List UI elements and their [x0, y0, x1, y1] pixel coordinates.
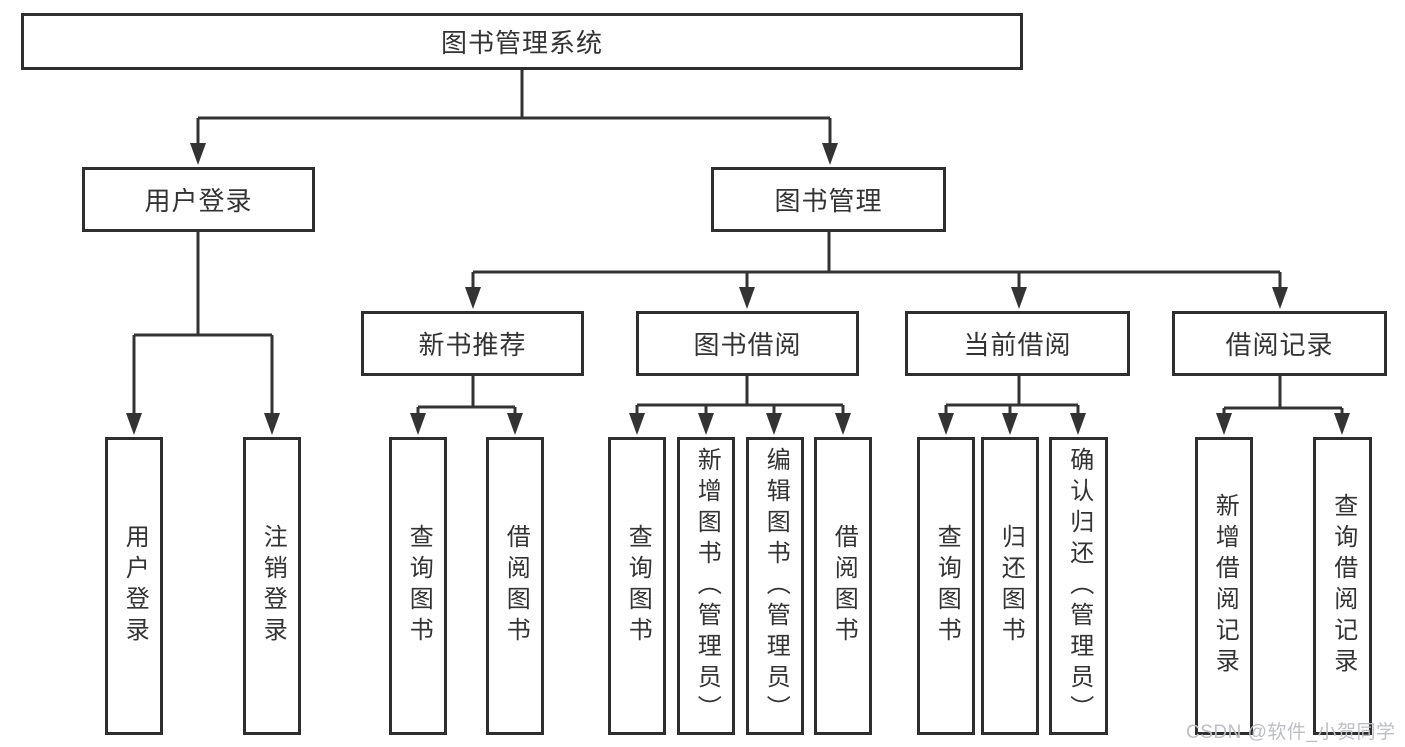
node-book-borrow-label: 图书借阅	[693, 330, 802, 360]
node-book-management: 图书管理	[711, 167, 946, 232]
leaf-confirm-return-admin: 确认归还（管理员）	[1049, 437, 1108, 735]
node-book-borrow: 图书借阅	[636, 311, 859, 376]
node-current-borrow: 当前借阅	[905, 311, 1130, 376]
leaf-user-login-label: 用户登录	[121, 524, 149, 648]
leaf-recommend-query-book-label: 查询图书	[405, 524, 433, 648]
leaf-logout-label: 注销登录	[259, 524, 287, 648]
leaf-recommend-query-book: 查询图书	[389, 437, 447, 735]
node-root: 图书管理系统	[21, 13, 1023, 70]
leaf-edit-book-admin-label: 编辑图书（管理员）	[762, 446, 790, 726]
leaf-borrow-book-label: 借阅图书	[830, 524, 858, 648]
leaf-recommend-borrow-book-label: 借阅图书	[502, 524, 530, 648]
leaf-borrow-book: 借阅图书	[814, 437, 872, 735]
node-user-login: 用户登录	[82, 167, 315, 232]
leaf-borrow-query-book-label: 查询图书	[624, 524, 652, 648]
node-root-label: 图书管理系统	[440, 28, 603, 58]
node-user-login-label: 用户登录	[144, 186, 253, 216]
leaf-query-borrow-record-label: 查询借阅记录	[1329, 493, 1357, 679]
leaf-query-borrow-record: 查询借阅记录	[1313, 437, 1372, 735]
leaf-current-query-book: 查询图书	[917, 437, 975, 735]
leaf-confirm-return-admin-label: 确认归还（管理员）	[1065, 446, 1093, 726]
node-current-borrow-label: 当前借阅	[963, 330, 1072, 360]
node-new-book-recommend-label: 新书推荐	[418, 330, 527, 360]
leaf-edit-book-admin: 编辑图书（管理员）	[746, 437, 804, 735]
watermark: CSDN @软件_小贺同学	[1186, 722, 1396, 743]
leaf-add-borrow-record: 新增借阅记录	[1195, 437, 1253, 735]
leaf-return-book: 归还图书	[981, 437, 1039, 735]
arrowheads	[126, 143, 1350, 435]
leaf-borrow-query-book: 查询图书	[608, 437, 666, 735]
leaf-add-borrow-record-label: 新增借阅记录	[1211, 493, 1239, 679]
leaf-user-login: 用户登录	[105, 437, 163, 735]
leaf-add-book-admin: 新增图书（管理员）	[677, 437, 735, 735]
leaf-return-book-label: 归还图书	[997, 524, 1025, 648]
leaf-logout: 注销登录	[243, 437, 301, 735]
node-borrow-record-label: 借阅记录	[1225, 330, 1334, 360]
node-borrow-record: 借阅记录	[1172, 311, 1387, 376]
node-book-management-label: 图书管理	[774, 186, 883, 216]
leaf-add-book-admin-label: 新增图书（管理员）	[693, 446, 721, 726]
leaf-current-query-book-label: 查询图书	[933, 524, 961, 648]
node-new-book-recommend: 新书推荐	[361, 311, 584, 376]
leaf-recommend-borrow-book: 借阅图书	[486, 437, 544, 735]
